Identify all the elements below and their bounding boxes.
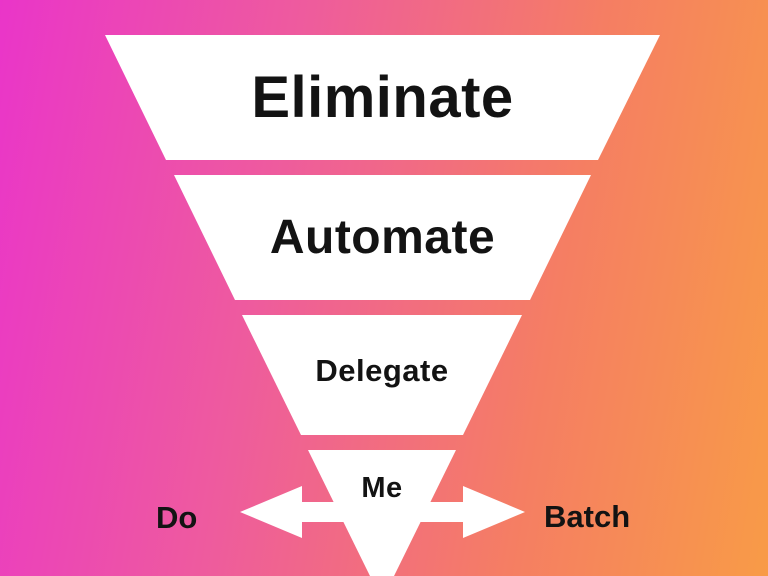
batch-label: Batch	[544, 499, 631, 534]
funnel-level-delegate: Delegate	[242, 315, 522, 435]
funnel-level-label: Eliminate	[251, 65, 514, 130]
funnel-level-label: Automate	[269, 211, 496, 264]
funnel-level-label: Me	[361, 472, 403, 504]
funnel-level-automate: Automate	[174, 175, 591, 300]
do-label: Do	[156, 500, 198, 535]
funnel-level-eliminate: Eliminate	[105, 35, 660, 160]
double-arrow-icon	[240, 486, 525, 538]
funnel-level-label: Delegate	[315, 353, 449, 388]
